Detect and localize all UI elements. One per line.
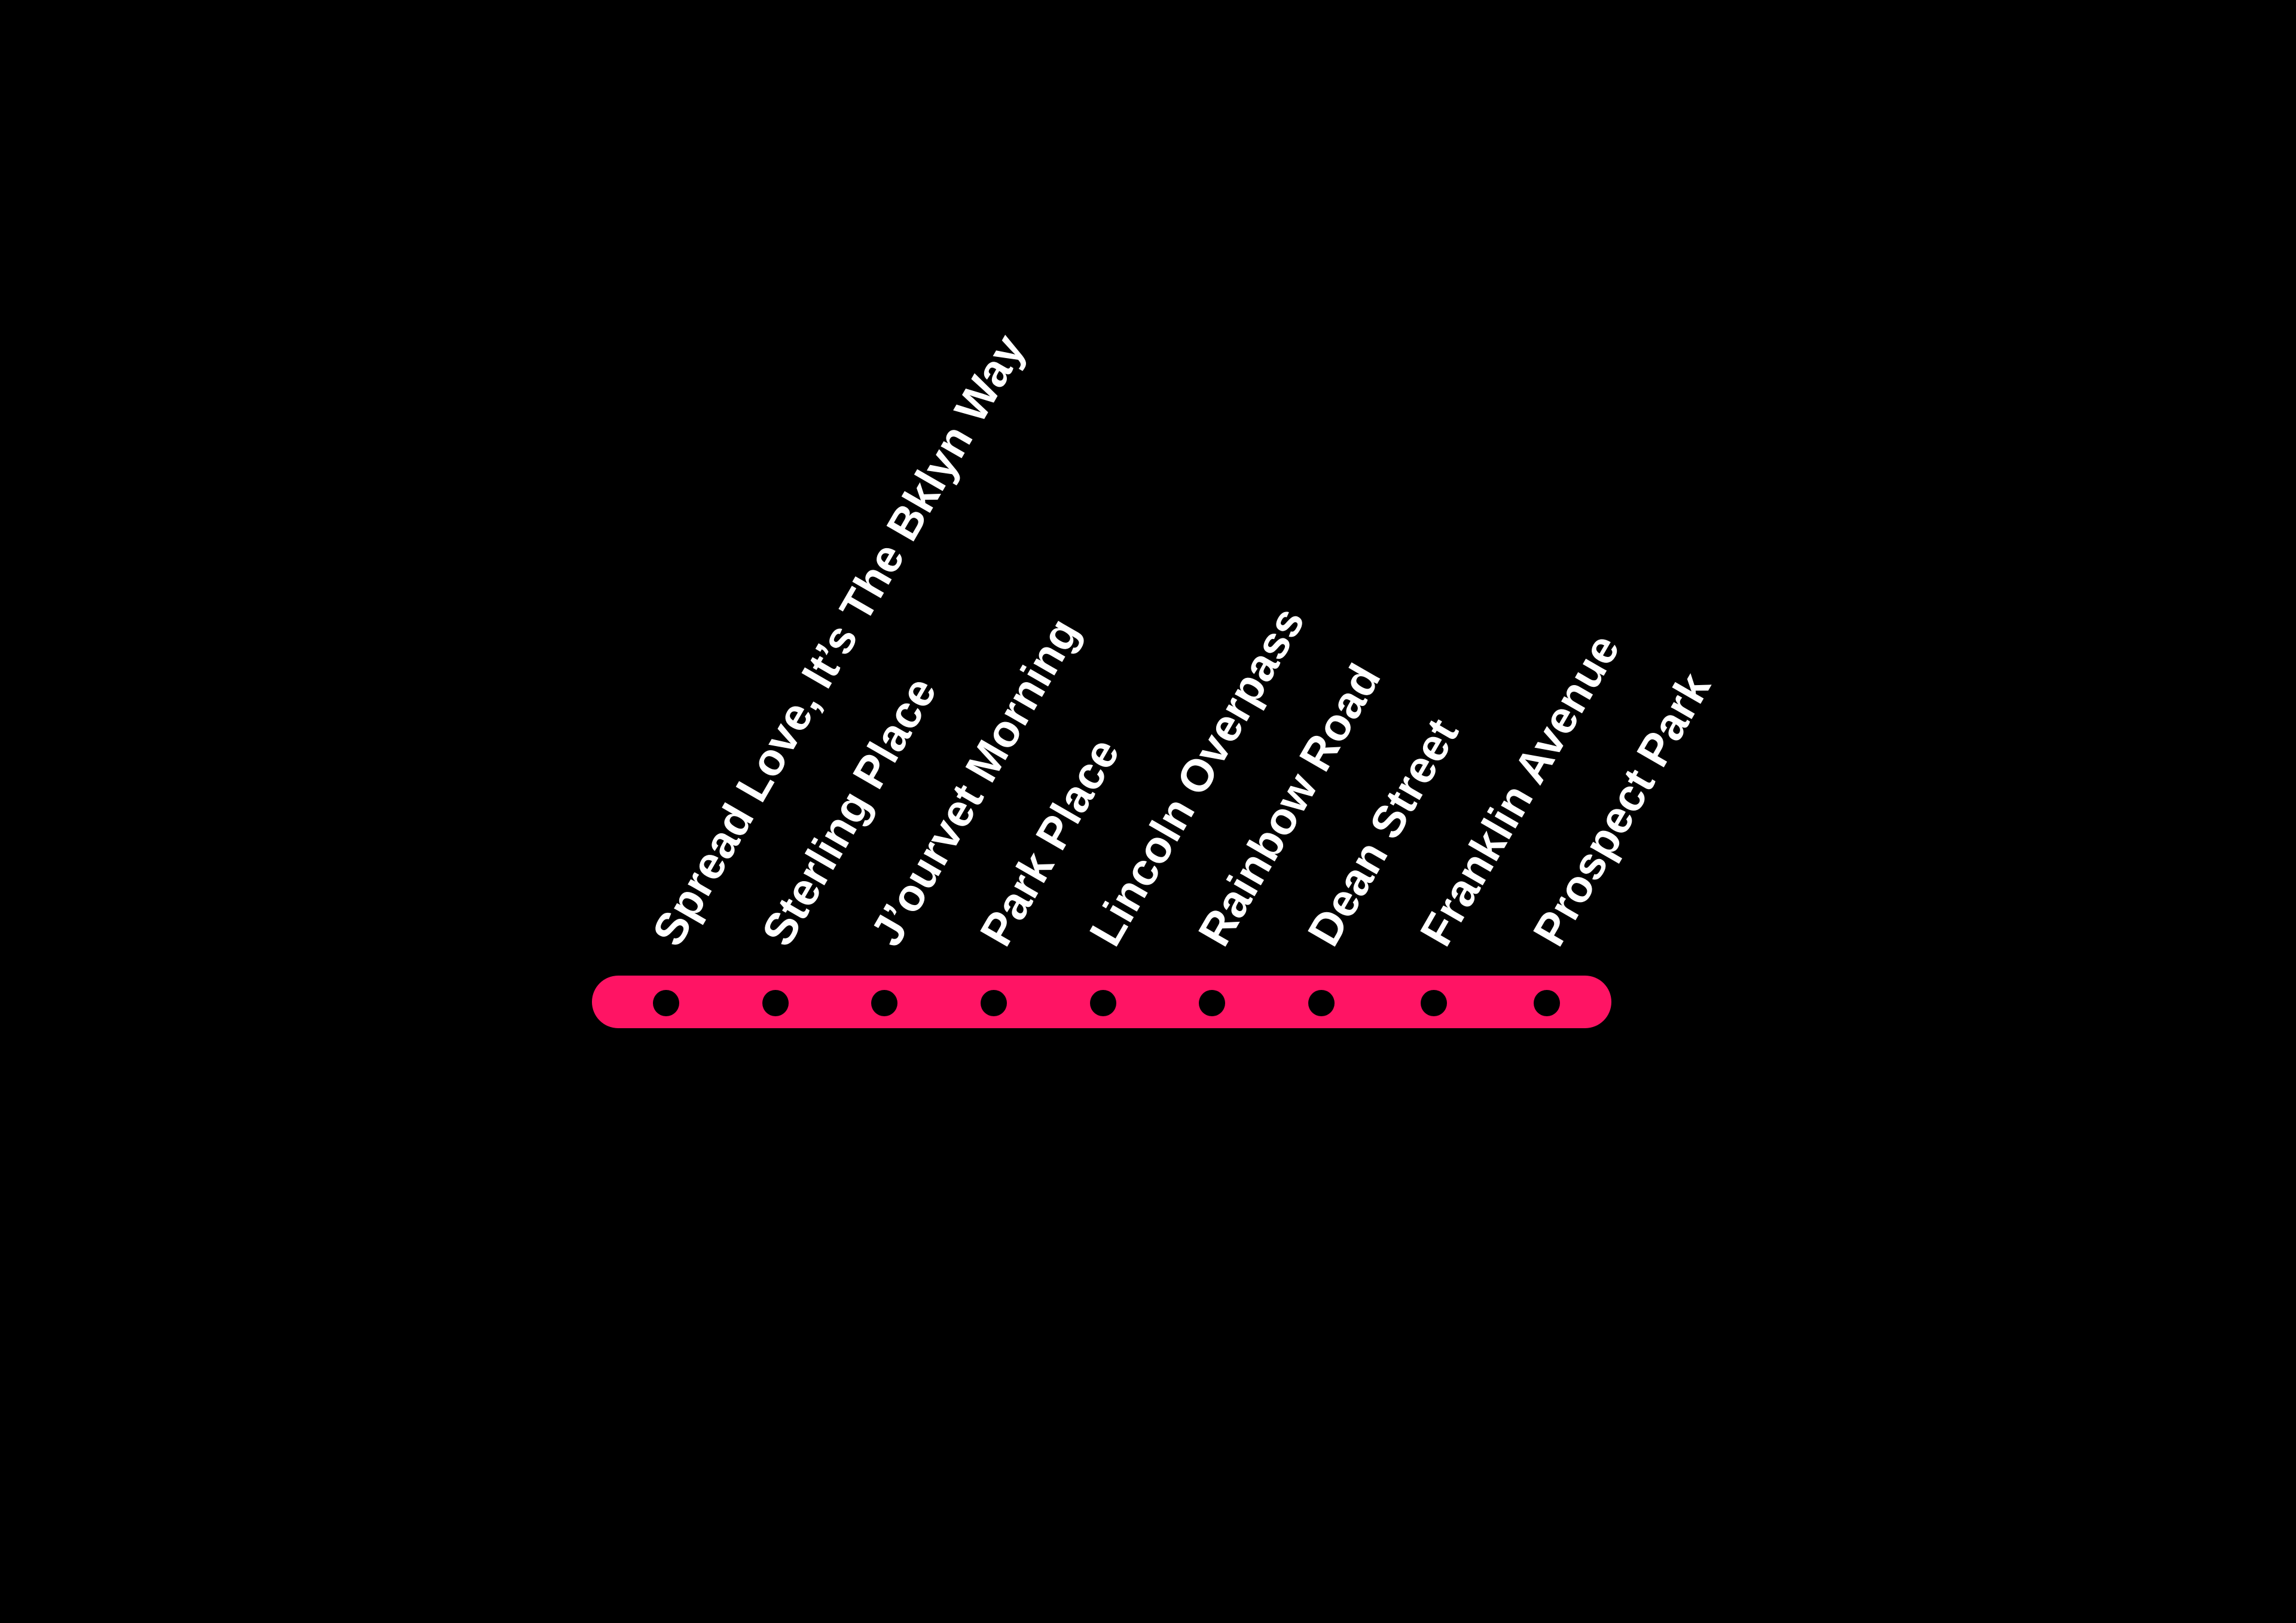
stop-dot [1090, 990, 1116, 1016]
stop-dot [653, 990, 679, 1016]
stop-dot [1199, 990, 1225, 1016]
stop-dot [981, 990, 1007, 1016]
stop-dot [871, 990, 897, 1016]
stop-dot [1534, 990, 1560, 1016]
stop-dot [762, 990, 789, 1016]
stop-dot [1421, 990, 1447, 1016]
stop-dot [1308, 990, 1335, 1016]
